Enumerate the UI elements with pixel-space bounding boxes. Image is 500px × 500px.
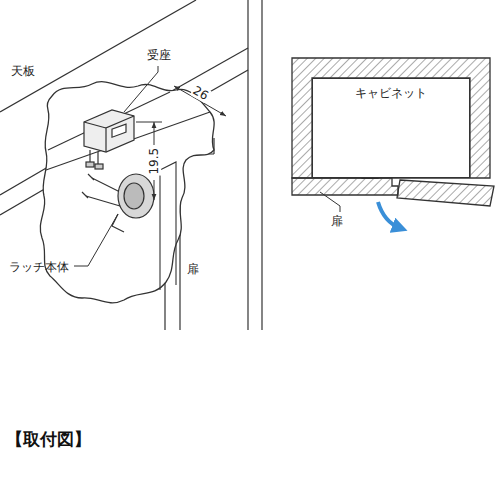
- inner-board: [46, 92, 210, 290]
- part-name: 受座: [146, 48, 172, 62]
- figure-caption: 【取付図】: [6, 428, 91, 451]
- cabinet-walls: [292, 58, 490, 178]
- leader-lines: [74, 66, 158, 266]
- dimension-lines: [136, 86, 226, 200]
- part-name: 天板: [10, 64, 36, 78]
- cabinet-box: キャビネット: [312, 78, 470, 178]
- opening-arrow: [378, 202, 400, 228]
- strike-plate: [84, 110, 134, 169]
- part-name: 扉: [330, 214, 344, 228]
- panel-frame: [248, 0, 262, 330]
- dimension: 19.5: [147, 147, 161, 176]
- door-open: [397, 180, 494, 206]
- latch-body: [82, 174, 154, 232]
- part-name: 扉: [186, 262, 200, 276]
- node-label: キャビネット: [313, 79, 469, 102]
- door-closed: [292, 178, 398, 195]
- part-name: ラッチ本体: [8, 260, 70, 274]
